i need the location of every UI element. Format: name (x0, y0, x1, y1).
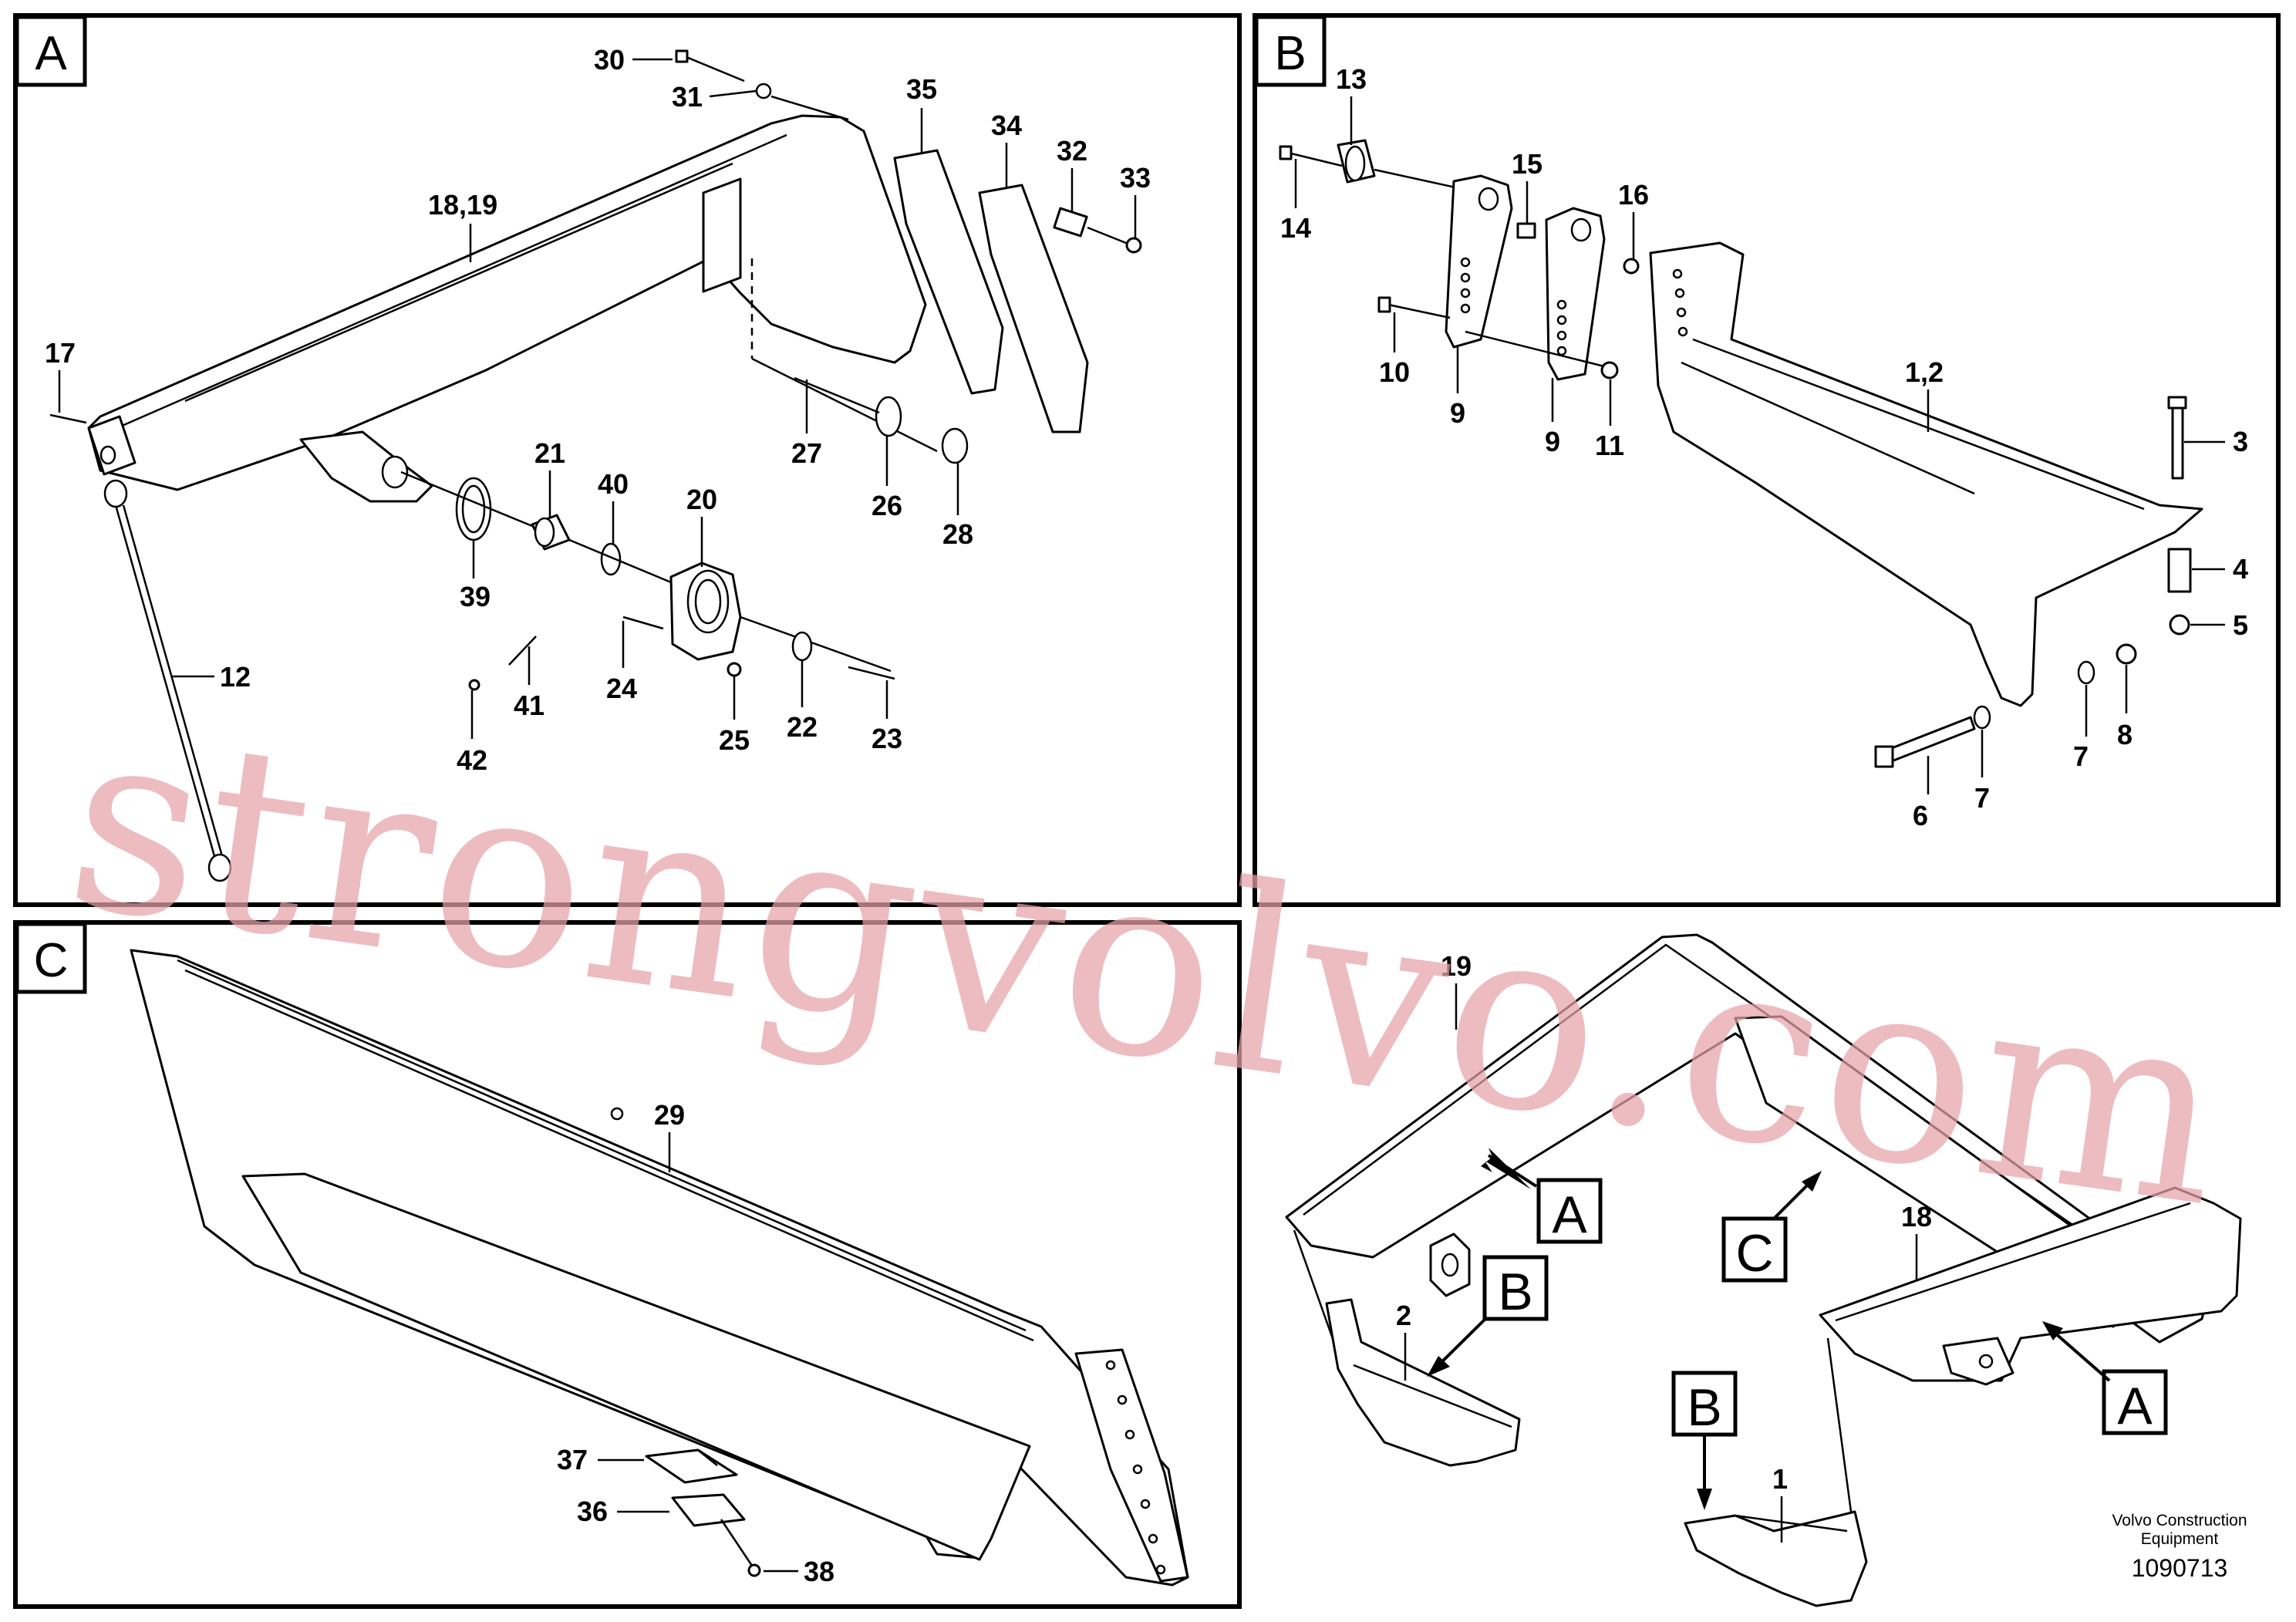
panel-b-badge: B (1254, 15, 1327, 87)
label-28: 28 (942, 518, 973, 550)
callout-b-left (1482, 1255, 1549, 1321)
label-27: 27 (791, 437, 822, 469)
label-31: 31 (672, 81, 703, 113)
footer-line1: Volvo Construction (2112, 1512, 2247, 1529)
label-12: 12 (220, 661, 251, 693)
svg-text:A: A (1552, 1185, 1587, 1244)
panel-b-labels: 13 15 16 14 10 9 9 11 1,2 3 4 5 6 7 7 8 (1280, 63, 2248, 831)
svg-text:B: B (1274, 27, 1306, 80)
label-24: 24 (606, 673, 637, 704)
overview-labels: 19 18 2 1 A B C A B (1396, 950, 2168, 1543)
label-37: 37 (557, 1444, 588, 1475)
svg-text:C: C (1735, 1224, 1773, 1283)
callout-c (1721, 1216, 1788, 1283)
label-21: 21 (534, 437, 565, 469)
label-11: 11 (1595, 430, 1624, 461)
label-17: 17 (45, 337, 76, 369)
label-1: 1 (1772, 1463, 1788, 1495)
footer-line2: Equipment (2141, 1530, 2219, 1548)
label-2: 2 (1396, 1300, 1411, 1331)
panel-c-drawing (130, 949, 1189, 1587)
label-42: 42 (457, 744, 487, 776)
label-3: 3 (2233, 426, 2248, 457)
label-9a: 9 (1450, 397, 1465, 429)
footer: Volvo Construction Equipment 1090713 (2112, 1512, 2247, 1582)
callout-b-bottom (1671, 1371, 1738, 1437)
label-6: 6 (1913, 800, 1928, 831)
svg-text:A: A (35, 27, 67, 80)
label-38: 38 (804, 1556, 834, 1587)
callout-a-bottom (2102, 1369, 2168, 1435)
panel-a-frame (13, 13, 1242, 907)
label-29: 29 (654, 1099, 685, 1131)
panel-a-badge: A (15, 15, 87, 87)
svg-text:B: B (1687, 1378, 1721, 1437)
panel-a-drawing (49, 49, 1142, 882)
label-26: 26 (872, 490, 902, 521)
panel-c-badge: C (15, 922, 87, 994)
panel-b-drawing (1279, 139, 2203, 768)
label-35: 35 (906, 73, 937, 105)
label-22: 22 (787, 711, 818, 743)
label-33: 33 (1120, 162, 1151, 194)
label-4: 4 (2233, 553, 2248, 585)
label-8: 8 (2117, 719, 2132, 750)
panel-c-labels: 29 37 36 38 (557, 1099, 834, 1587)
svg-text:C: C (34, 934, 69, 987)
label-9b: 9 (1545, 426, 1560, 457)
overview-drawing (1285, 933, 2242, 1607)
label-32: 32 (1057, 135, 1087, 167)
label-34: 34 (991, 110, 1022, 141)
panel-b-frame (1253, 13, 2281, 907)
label-20: 20 (686, 484, 717, 515)
label-13: 13 (1336, 63, 1367, 95)
footer-number: 1090713 (2132, 1554, 2228, 1582)
label-18-19: 18,19 (428, 189, 497, 221)
label-36: 36 (577, 1496, 608, 1527)
label-18: 18 (1901, 1201, 1932, 1233)
label-25: 25 (719, 724, 750, 756)
label-16: 16 (1618, 179, 1649, 211)
panel-a-labels: 30 31 35 34 32 33 18,19 17 27 26 28 21 4… (45, 44, 1151, 776)
label-39: 39 (460, 581, 491, 612)
panel-c-frame (13, 920, 1242, 1609)
label-30: 30 (594, 44, 625, 76)
label-41: 41 (514, 690, 544, 721)
svg-text:A: A (2117, 1377, 2153, 1435)
label-15: 15 (1512, 148, 1542, 180)
label-23: 23 (872, 723, 902, 754)
label-14: 14 (1280, 212, 1311, 244)
svg-text:B: B (1498, 1263, 1532, 1321)
label-10: 10 (1379, 356, 1410, 388)
label-5: 5 (2233, 609, 2248, 641)
label-7b: 7 (2073, 740, 2089, 772)
callout-a-top (1536, 1178, 1603, 1244)
label-40: 40 (598, 468, 629, 500)
label-1-2: 1,2 (1905, 356, 1944, 388)
label-7a: 7 (1974, 782, 1990, 814)
label-19: 19 (1441, 950, 1472, 982)
